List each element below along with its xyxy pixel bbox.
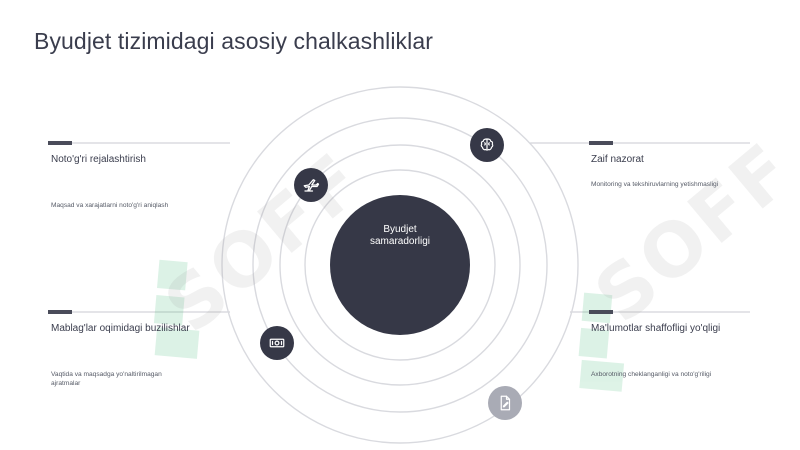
ring-2 xyxy=(279,144,521,386)
item-heading-flow: Mablag'lar oqimidagi buzilishlar xyxy=(51,323,190,334)
item-description-flow: Vaqtida va maqsadga yo'naltirilmagan ajr… xyxy=(51,371,162,387)
item-heading-planning: Noto'g'ri rejalashtirish xyxy=(51,154,146,165)
accent-bar-bottom-right xyxy=(589,310,613,314)
ring-3 xyxy=(252,117,548,413)
accent-bar-top-right xyxy=(589,141,613,145)
item-description-planning: Maqsad va xarajatlarni noto'g'ri aniqlas… xyxy=(51,202,169,209)
ring-outer xyxy=(221,86,579,444)
item-heading-control: Zaif nazorat xyxy=(591,154,644,165)
accent-bar-bottom-left xyxy=(48,310,72,314)
accent-bar-top-left xyxy=(48,141,72,145)
center-circle xyxy=(330,195,470,335)
slide-title: Byudjet tizimidagi asosiy chalkashliklar xyxy=(34,28,433,54)
money-icon xyxy=(269,338,285,348)
item-description-transparency: Axborotning cheklanganligi va noto'g'ril… xyxy=(591,371,712,378)
node-brain xyxy=(470,128,504,162)
center-label-line2: samaradorligi xyxy=(369,236,431,247)
item-description-control: Monitoring va tekshiruvlarning yetishmas… xyxy=(591,181,719,188)
center-label: Byudjet samaradorligi xyxy=(330,224,470,248)
node-document xyxy=(488,386,522,420)
node-airplane xyxy=(294,168,328,202)
item-heading-transparency: Ma'lumotlar shaffofligi yo'qligi xyxy=(591,323,721,334)
airplane-icon xyxy=(303,179,320,192)
center-label-line1: Byudjet xyxy=(383,224,417,235)
brain-icon xyxy=(480,138,494,151)
ring-1 xyxy=(304,169,496,361)
node-money xyxy=(260,326,294,360)
document-icon xyxy=(500,395,511,411)
